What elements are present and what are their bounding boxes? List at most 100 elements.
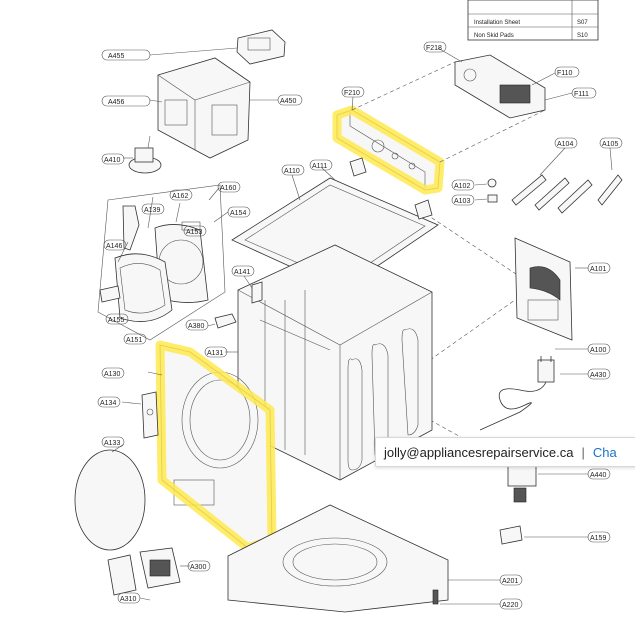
label-a153: A153 [183,225,207,237]
svg-text:A104: A104 [557,141,573,148]
label-a134: A134 [97,396,121,408]
svg-text:A101: A101 [590,266,606,273]
svg-text:A111: A111 [312,163,327,170]
svg-text:A134: A134 [100,400,116,407]
table-row-1-name: Installation Sheet [474,20,520,26]
svg-text:A440: A440 [590,472,606,479]
label-a133: A133 [101,436,125,448]
svg-text:F210: F210 [344,90,360,97]
label-a155: A155 [105,313,129,325]
table-row-2-name: Non Skid Pads [474,33,514,39]
label-a110: A110 [281,164,305,176]
label-a455: A455 [101,49,151,61]
part-labels: A455 A456 A450 A410 F218 F210 F110 F111 … [97,41,623,610]
svg-text:A151: A151 [126,337,142,344]
svg-text:A455: A455 [108,53,124,60]
label-a160: A160 [217,181,241,193]
svg-text:A139: A139 [144,207,160,214]
label-a100: A100 [587,343,611,355]
label-f111: F111 [571,87,597,99]
label-a154: A154 [227,206,251,218]
contact-separator: | [581,444,585,460]
svg-text:A162: A162 [172,193,188,200]
svg-text:A105: A105 [602,141,618,148]
table-row-1-code: S07 [577,20,588,26]
svg-text:F110: F110 [557,70,573,77]
svg-text:A100: A100 [590,347,606,354]
part-a133-door-glass [74,443,146,551]
spec-table: Installation Sheet S07 Non Skid Pads S10 [467,0,599,41]
contact-bar: jolly@appliancesrepairservice.ca | Cha [375,437,635,467]
part-a456-pcb [149,57,278,159]
svg-text:A450: A450 [280,98,296,105]
svg-text:A110: A110 [284,168,300,175]
svg-text:A300: A300 [190,564,206,571]
part-f218-display [437,47,573,119]
svg-text:A141: A141 [234,269,250,276]
label-a151: A151 [123,333,147,345]
label-f110: F110 [554,66,580,78]
label-a430: A430 [587,368,611,380]
label-a141: A141 [231,265,255,277]
svg-text:A201: A201 [502,578,518,585]
part-a300-pump [107,547,190,601]
svg-text:A410: A410 [104,157,120,164]
label-f218: F218 [423,41,447,53]
label-a410: A410 [101,153,125,165]
part-a220-screw [432,589,500,605]
label-a162: A162 [169,189,193,201]
svg-text:A103: A103 [454,198,470,205]
part-a141-hinge [207,275,263,329]
svg-text:F111: F111 [574,91,589,98]
label-a146: A146 [103,239,127,251]
label-a310: A310 [117,592,141,604]
svg-text:A160: A160 [220,185,236,192]
svg-text:A131: A131 [207,350,223,357]
table-row-2-code: S10 [577,33,588,39]
part-a410-switch [123,135,162,174]
svg-text:A220: A220 [502,602,518,609]
svg-text:A102: A102 [454,183,470,190]
label-a101: A101 [587,262,611,274]
label-a450: A450 [277,94,303,106]
label-a139: A139 [141,203,165,215]
label-a201: A201 [499,574,523,586]
label-a220: A220 [499,598,523,610]
contact-email-link[interactable]: jolly@appliancesrepairservice.ca [384,444,574,460]
part-a102-clips [474,178,498,203]
door-group-frame [97,184,226,341]
label-a456: A456 [101,95,151,107]
label-a104: A104 [554,137,578,149]
part-a455-bracket [149,29,286,65]
part-a440-filter [499,463,588,545]
svg-text:A146: A146 [106,243,122,250]
svg-text:A430: A430 [590,372,606,379]
svg-text:A310: A310 [120,596,136,603]
part-a104-dampers [511,147,623,214]
label-a105: A105 [599,137,623,149]
svg-text:A153: A153 [186,229,202,236]
svg-text:A380: A380 [188,323,204,330]
part-a430-power-cord [479,348,588,431]
label-a159: A159 [587,531,611,543]
label-a130: A130 [101,367,125,379]
part-a101-rear-panel [514,237,588,341]
svg-text:A159: A159 [590,535,606,542]
svg-text:F218: F218 [426,45,442,52]
part-a134-door-lock [121,391,159,439]
svg-text:A155: A155 [108,317,124,324]
svg-text:A130: A130 [104,371,120,378]
label-a102: A102 [451,179,475,191]
label-f210: F210 [341,86,365,98]
label-a380: A380 [185,319,209,331]
label-a300: A300 [187,560,211,572]
label-a103: A103 [451,194,475,206]
label-a111: A111 [309,159,333,171]
chat-link[interactable]: Cha [592,444,617,460]
svg-text:A133: A133 [104,440,120,447]
svg-text:A456: A456 [108,99,124,106]
part-f210-control-panel [332,96,445,195]
label-a440: A440 [587,468,611,480]
label-a131: A131 [204,346,228,358]
